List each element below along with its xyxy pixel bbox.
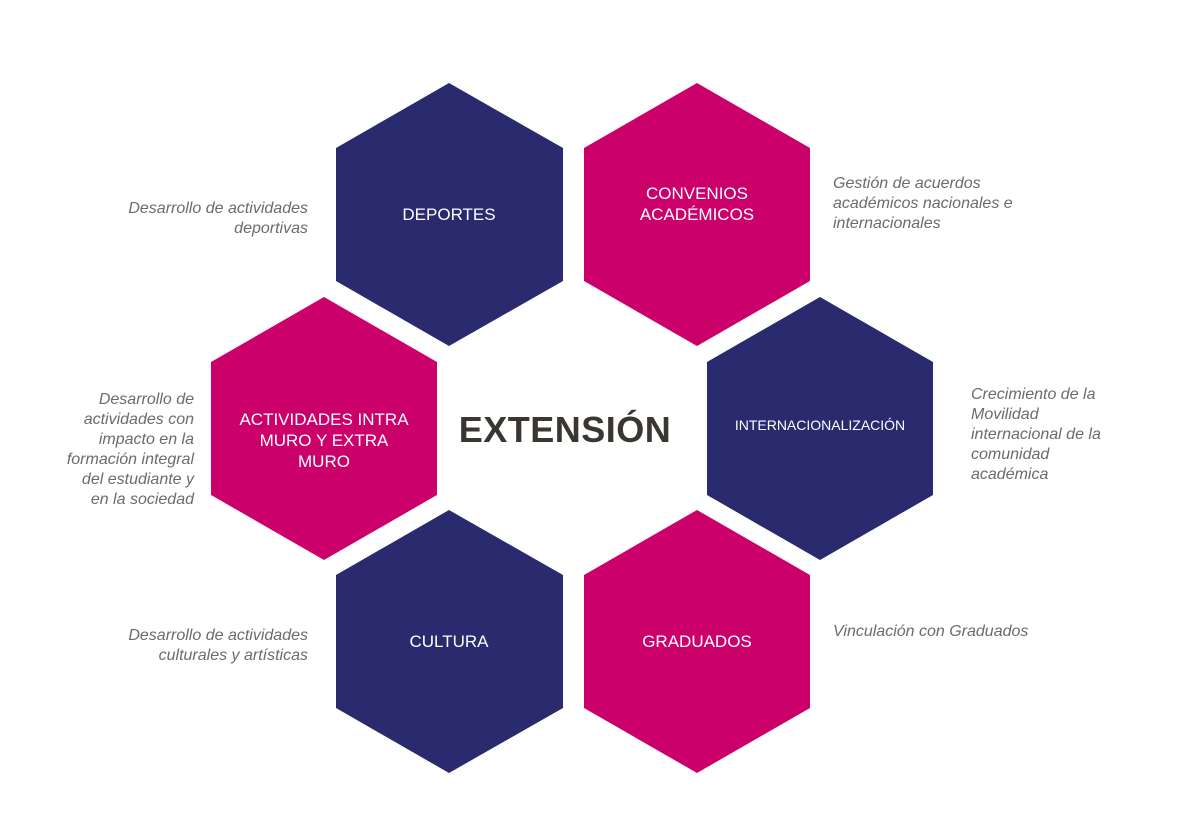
hex-label-actividades: ACTIVIDADES INTRA MURO Y EXTRA MURO bbox=[239, 409, 409, 471]
description-deportes: Desarrollo de actividades deportivas bbox=[128, 200, 308, 237]
hexagon-deportes[interactable] bbox=[336, 83, 563, 346]
description-cultura: Desarrollo de actividades culturales y a… bbox=[128, 627, 308, 664]
description-internacionalizacion: Crecimiento de la Movilidad internaciona… bbox=[971, 386, 1101, 483]
hexagon-actividades-intra-extra-muro[interactable] bbox=[211, 297, 437, 560]
hexagon-internacionalizacion[interactable] bbox=[707, 297, 933, 560]
hexagon-graduados[interactable] bbox=[584, 510, 810, 773]
description-graduados: Vinculación con Graduados bbox=[833, 623, 1029, 640]
hex-label-convenios-academicos: CONVENIOS ACADÉMICOS bbox=[639, 184, 755, 224]
description-actividades: Desarrollo de actividades con impacto en… bbox=[66, 391, 194, 508]
hex-label-deportes: DEPORTES bbox=[402, 204, 496, 224]
hexagon-cultura[interactable] bbox=[336, 510, 563, 773]
hex-label-graduados: GRADUADOS bbox=[642, 631, 752, 651]
diagram-title: EXTENSIÓN bbox=[458, 409, 672, 450]
hex-label-cultura: CULTURA bbox=[409, 631, 489, 651]
hexagon-convenios-academicos[interactable] bbox=[584, 83, 810, 346]
hex-label-internacionalizacion: INTERNACIONALIZACIÓN bbox=[734, 416, 906, 433]
description-convenios-academicos: Gestión de acuerdos académicos nacionale… bbox=[833, 175, 1013, 232]
